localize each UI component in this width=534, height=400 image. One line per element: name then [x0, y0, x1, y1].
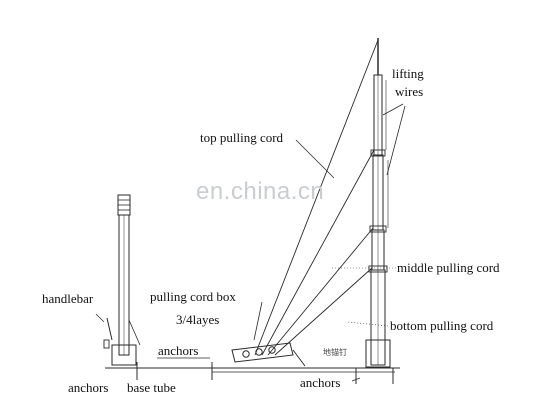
collapsed-mast-base: [111, 344, 137, 366]
cord-box-pulley-2: [255, 348, 263, 356]
label-top-pulling-cord: top pulling cord: [200, 130, 284, 145]
mast-foot: [365, 339, 391, 368]
collapsed-mast: [103, 194, 141, 366]
label-anchors-left: anchors: [68, 380, 109, 395]
leader-lifting-wires-2: [386, 105, 406, 176]
mast-collar-3: [368, 265, 388, 273]
leader-handlebar: [95, 313, 105, 323]
label-anchors-bottom: anchors: [300, 375, 341, 390]
mast-collar-2: [369, 225, 387, 233]
handlebar-grip: [103, 339, 110, 349]
cord-box-pulley-1: [242, 350, 250, 358]
label-wires: wires: [395, 84, 424, 99]
label-middle-pulling-cord: middle pulling cord: [397, 260, 500, 275]
lower-pulling-cord: [267, 227, 374, 356]
leader-bottom-cord: [347, 321, 389, 327]
label-bottom-pulling-cord: bottom pulling cord: [390, 318, 494, 333]
label-cjk-mark: 地锚钉: [323, 348, 347, 357]
leader-lifting-wires-1: [382, 103, 404, 116]
pulling-cord-box: [231, 342, 306, 367]
collapsed-mast-brace: [128, 319, 141, 346]
label-pulling-cord-box: pulling cord box: [150, 289, 236, 304]
label-cord-box-layers: 3/4layes: [176, 312, 220, 327]
leader-cord-box: [253, 301, 263, 341]
mast-collar-1: [370, 149, 386, 157]
handlebar-bar: [106, 317, 113, 341]
bottom-pulling-cord: [274, 267, 373, 356]
middle-pulling-cord: [261, 149, 375, 356]
cord-box-pulley-3: [268, 346, 276, 354]
label-handlebar: handlebar: [42, 291, 94, 306]
leader-anchors-bottom: [351, 377, 361, 382]
label-base-tube: base tube: [127, 380, 176, 395]
label-anchors-middle: anchors: [158, 343, 199, 358]
label-lifting: lifting: [392, 66, 424, 81]
top-pulling-cord: [254, 39, 379, 356]
leader-top-cord: [295, 139, 335, 179]
watermark: en.china.cn: [196, 178, 325, 205]
extended-mast: [365, 38, 391, 368]
